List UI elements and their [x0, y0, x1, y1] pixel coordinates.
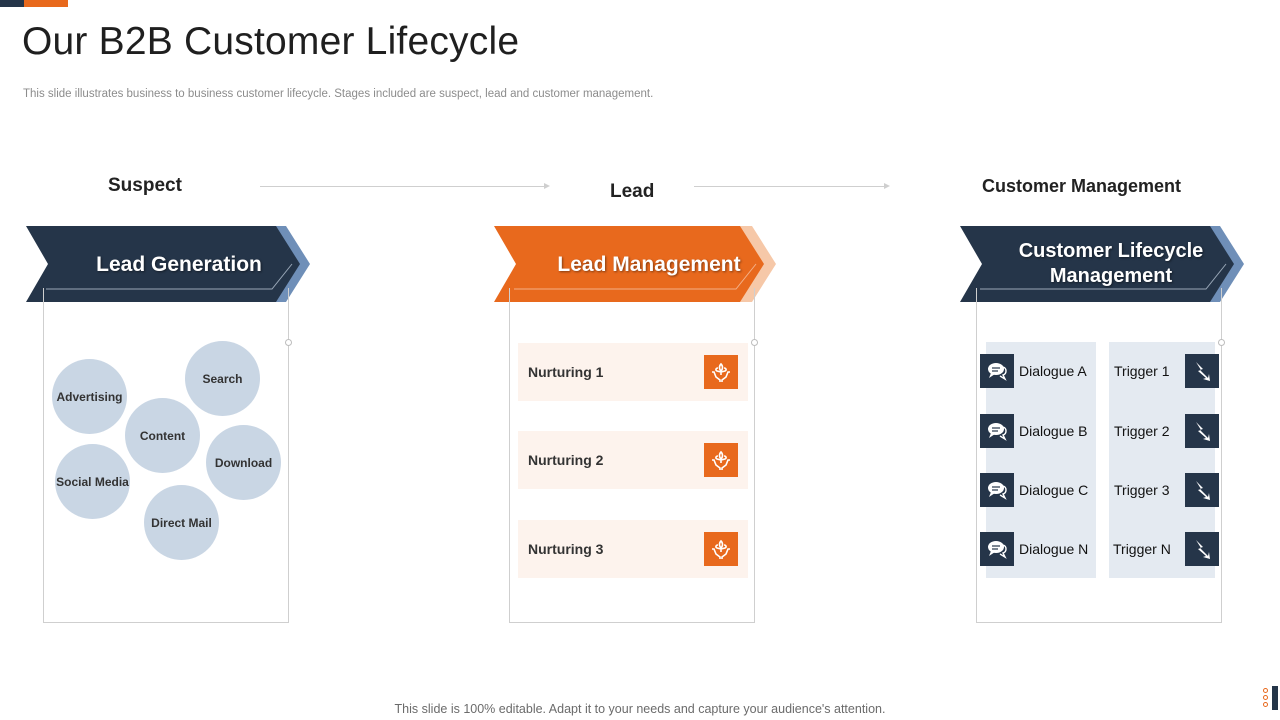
bubble-download: Download: [206, 425, 281, 500]
footer-note: This slide is 100% editable. Adapt it to…: [394, 702, 886, 716]
page-title: Our B2B Customer Lifecycle: [22, 20, 520, 63]
chat-bubbles-icon: [980, 414, 1014, 448]
chat-bubbles-icon: [980, 473, 1014, 507]
banner-lead-generation: Lead Generation: [26, 226, 312, 302]
panel-handle-dot: [285, 339, 292, 346]
dialogue-row: Dialogue N: [980, 532, 1098, 566]
panel-customer-management: Dialogue A Dialogue B Dialogue C Dialogu…: [976, 288, 1225, 623]
stage-label-customer-management: Customer Management: [982, 176, 1182, 196]
lightning-icon: [1185, 532, 1219, 566]
banner-customer-lifecycle-management: Customer Lifecycle Management: [960, 226, 1246, 302]
lightning-icon: [1185, 354, 1219, 388]
panel-handle-dot: [751, 339, 758, 346]
dialogue-row: Dialogue B: [980, 414, 1098, 448]
lightning-icon: [1185, 473, 1219, 507]
dialogue-label: Dialogue N: [1019, 541, 1089, 557]
corner-decoration-bar: [1272, 686, 1278, 710]
trigger-row: Trigger 1: [1114, 354, 1219, 388]
bubble-search: Search: [185, 341, 260, 416]
panel-lead-generation: Advertising Search Content Download Soci…: [43, 288, 292, 623]
trigger-row: Trigger 3: [1114, 473, 1219, 507]
nurturing-label: Nurturing 1: [528, 364, 604, 380]
top-accent-bar-dark: [0, 0, 24, 7]
dialogue-label: Dialogue A: [1019, 363, 1087, 379]
banner-chevron-shape: [26, 226, 310, 302]
page-subtitle: This slide illustrates business to busin…: [23, 88, 654, 100]
nurturing-label: Nurturing 2: [528, 452, 604, 468]
dialogue-label: Dialogue C: [1019, 482, 1089, 498]
nurturing-row: Nurturing 3: [518, 520, 748, 578]
bubble-content: Content: [125, 398, 200, 473]
banner-chevron-shape: [494, 226, 776, 302]
banner-chevron-shape: [960, 226, 1244, 302]
nurturing-row: Nurturing 2: [518, 431, 748, 489]
trigger-row: Trigger N: [1113, 532, 1219, 566]
connector-arrow-2: [694, 183, 890, 189]
nurturing-label: Nurturing 3: [528, 541, 604, 557]
dialogue-row: Dialogue A: [980, 354, 1098, 388]
corner-decoration-dots: [1263, 688, 1269, 709]
trigger-row: Trigger 2: [1114, 414, 1219, 448]
chat-bubbles-icon: [980, 354, 1014, 388]
top-accent-bar-orange: [24, 0, 68, 7]
banner-title: Customer Lifecycle Management: [1018, 240, 1204, 287]
nurturing-row: Nurturing 1: [518, 343, 748, 401]
lightning-icon: [1185, 414, 1219, 448]
dialogue-label: Dialogue B: [1019, 423, 1088, 439]
stage-label-suspect: Suspect: [108, 175, 182, 196]
banner-title: Lead Generation: [96, 252, 262, 276]
trigger-label: Trigger 2: [1114, 423, 1170, 439]
bubble-advertising: Advertising: [52, 359, 127, 434]
hands-plant-icon: [704, 532, 738, 566]
trigger-label: Trigger N: [1113, 541, 1171, 557]
trigger-label: Trigger 3: [1114, 482, 1170, 498]
trigger-label: Trigger 1: [1114, 363, 1170, 379]
banner-title: Lead Management: [557, 252, 741, 276]
chat-bubbles-icon: [980, 532, 1014, 566]
bubble-social-media: Social Media: [55, 444, 130, 519]
hands-plant-icon: [704, 355, 738, 389]
stage-label-lead: Lead: [610, 181, 655, 202]
panel-lead-management: Nurturing 1 Nurturing 2 Nurturing 3: [509, 288, 758, 623]
connector-arrow-1: [260, 183, 550, 189]
banner-lead-management: Lead Management: [494, 226, 780, 302]
panel-handle-dot: [1218, 339, 1225, 346]
dialogue-row: Dialogue C: [980, 473, 1098, 507]
hands-plant-icon: [704, 443, 738, 477]
bubble-direct-mail: Direct Mail: [144, 485, 219, 560]
